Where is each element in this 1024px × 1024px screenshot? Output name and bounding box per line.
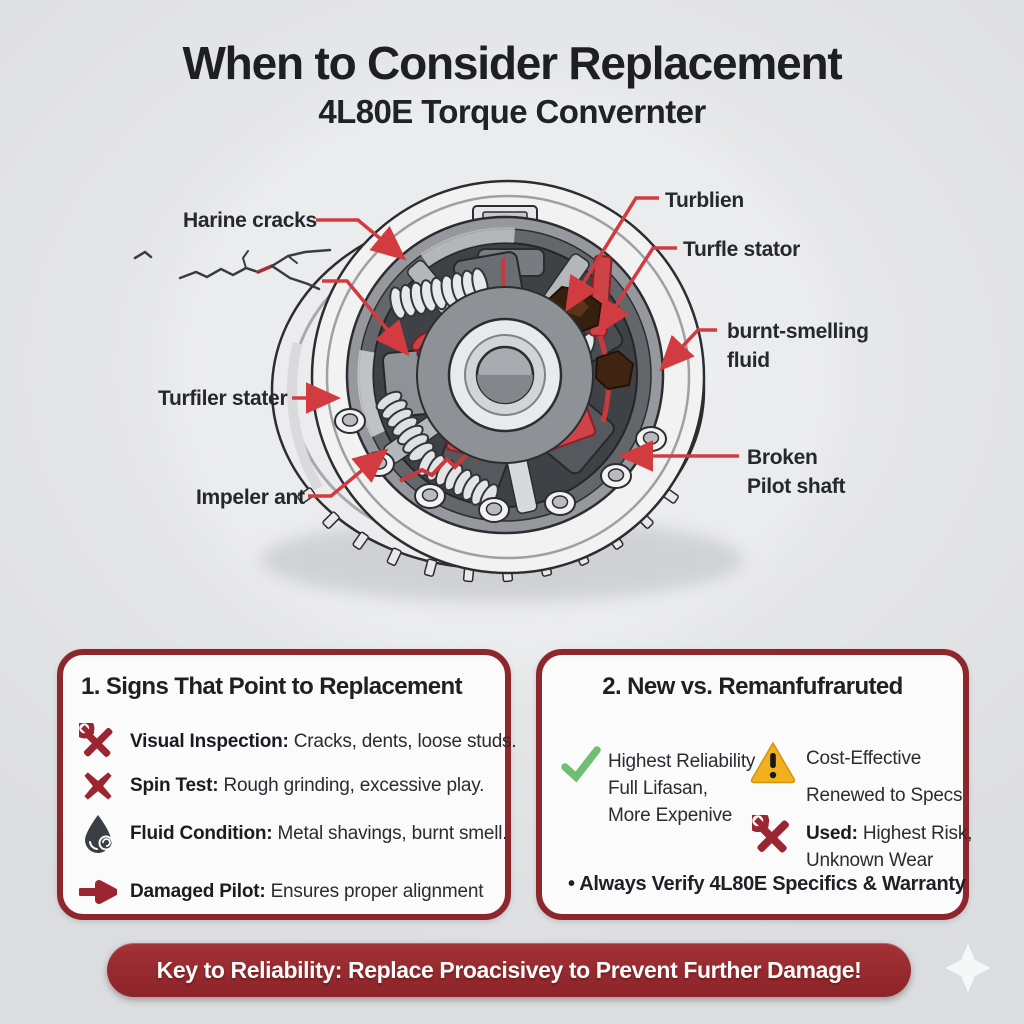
crack-illustration xyxy=(133,248,332,291)
callout-arrows xyxy=(292,196,739,498)
fluid-drop-icon xyxy=(79,813,117,855)
label-stator: Turfle stator xyxy=(683,238,801,261)
arrow-stator xyxy=(597,246,677,335)
arrow-marine-cracks xyxy=(316,218,407,261)
reman-item-line2: Renewed to Specs xyxy=(806,785,963,806)
arrow-right-icon xyxy=(79,871,117,913)
signs-panel-title: 1. Signs That Point to Replacement xyxy=(81,673,463,700)
key-message-banner: Key to Reliability: Replace Proacisivey … xyxy=(107,943,911,997)
signs-panel: 1. Signs That Point to Replacement Visua… xyxy=(57,649,517,920)
arrow-burnt-fluid xyxy=(659,328,717,372)
sign-row-damaged-pilot: Damaged Pilot: Ensures proper alignment xyxy=(79,871,484,913)
label-burnt-fluid: burnt-smelling fluid xyxy=(727,320,869,372)
new-item-text: Highest Reliability Full Lifasan, More E… xyxy=(608,751,756,826)
crossed-tools-icon xyxy=(79,721,117,763)
check-icon xyxy=(560,743,602,790)
label-impeller-left: Turfiler stater xyxy=(158,387,288,410)
page-subtitle: 4L80E Torque Convernter xyxy=(318,93,706,130)
key-message-text: Key to Reliability: Replace Proacisivey … xyxy=(156,956,862,983)
page-title: When to Consider Replacement xyxy=(182,37,842,89)
arrow-turbine xyxy=(565,196,659,312)
label-turbine: Turblien xyxy=(665,189,744,212)
hub xyxy=(416,286,594,464)
sign-row-visual-inspection: Visual Inspection: Cracks, dents, loose … xyxy=(79,721,517,763)
x-mark-icon xyxy=(79,765,117,807)
sign-row-fluid-condition: Fluid Condition: Metal shavings, burnt s… xyxy=(79,813,508,855)
warning-icon xyxy=(748,739,798,792)
sparkle-icon xyxy=(945,944,991,992)
label-impeller: Impeler ant xyxy=(196,486,305,509)
sign-row-spin-test: Spin Test: Rough grinding, excessive pla… xyxy=(79,765,484,807)
used-item-line1: Used: Highest Risk, xyxy=(806,823,973,844)
arrow-crack-detail xyxy=(322,279,410,357)
label-pilot: Broken Pilot shaft xyxy=(747,446,846,498)
crossed-tools-icon xyxy=(746,809,794,862)
compare-footnote: • Always Verify 4L80E Specifics & Warran… xyxy=(568,873,966,895)
used-item-line2: Unknown Wear xyxy=(806,850,934,871)
arrow-impeller xyxy=(308,448,389,498)
label-marine-cracks: Harine cracks xyxy=(183,209,317,232)
reman-item-line1: Cost-Effective xyxy=(806,748,922,769)
compare-panel: 2. New vs. Remanfufraruted Highest Relia… xyxy=(536,649,973,920)
compare-panel-title: 2. New vs. Remanfufraruted xyxy=(602,673,903,700)
